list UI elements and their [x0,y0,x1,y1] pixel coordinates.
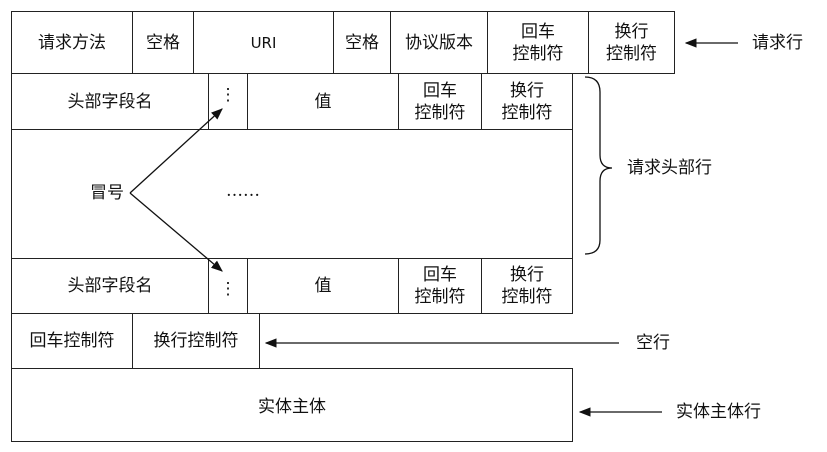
header-lf-line1-2: 换行 [510,265,544,285]
request-header-label: 请求头部行 [627,158,712,178]
header-cr-line2-2: 控制符 [414,287,466,307]
header-value-cell-1: 值 [247,73,399,130]
header-colon-text-2: ⋮ [219,279,237,299]
header-lf-line2-2: 控制符 [501,287,553,307]
header-lf-line1-1: 换行 [510,80,544,101]
request-method-text: 请求方法 [38,32,106,53]
header-value-text-1: 值 [314,91,332,112]
header-cr-cell-1: 回车 控制符 [398,73,482,130]
header-cr-cell-2: 回车 控制符 [398,258,482,314]
space-cell-1: 空格 [132,11,194,74]
protocol-version-text: 协议版本 [405,32,473,53]
request-method-cell: 请求方法 [11,11,133,74]
header-colon-text-1: ⋮ [219,84,237,105]
colon-label: 冒号 [90,183,124,203]
blank-line-label: 空行 [636,333,670,353]
header-value-text-2: 值 [314,276,332,296]
lf-text-line2: 控制符 [606,43,657,64]
header-lf-line2-1: 控制符 [501,102,553,123]
header-field-name-text-1: 头部字段名 [67,91,153,112]
request-line-cr-cell: 回车 控制符 [487,11,589,74]
entity-body-label: 实体主体行 [676,402,761,422]
colon-arrow-up [129,108,223,194]
blank-line-lf-text: 换行控制符 [153,331,239,351]
uri-cell: URI [193,11,334,74]
entity-body-text: 实体主体 [258,397,326,417]
colon-arrow-down [129,192,223,272]
header-colon-cell-1: ⋮ [208,73,248,130]
entity-body-cell: 实体主体 [11,368,573,442]
header-lf-cell-1: 换行 控制符 [481,73,573,130]
header-field-name-text-2: 头部字段名 [67,276,153,296]
header-cr-line1-1: 回车 [423,80,457,101]
space-text-1: 空格 [146,32,180,53]
request-line-label: 请求行 [752,33,803,53]
header-value-cell-2: 值 [247,258,399,314]
blank-line-lf-cell: 换行控制符 [132,313,260,369]
header-colon-cell-2: ⋮ [208,258,248,314]
cr-text-line1: 回车 [521,21,555,42]
header-lf-cell-2: 换行 控制符 [481,258,573,314]
header-brace [584,76,613,255]
uri-text: URI [250,33,277,52]
space-text-2: 空格 [345,32,379,53]
ellipsis-text: …… [226,181,260,201]
blank-line-cr-cell: 回车控制符 [11,313,133,369]
blank-line-cr-text: 回车控制符 [29,331,115,351]
protocol-version-cell: 协议版本 [390,11,488,74]
cr-text-line2: 控制符 [512,43,564,64]
request-line-lf-cell: 换行 控制符 [588,11,675,74]
lf-text-line1: 换行 [614,21,649,42]
header-cr-line1-2: 回车 [423,265,457,285]
header-cr-line2-1: 控制符 [414,102,466,123]
